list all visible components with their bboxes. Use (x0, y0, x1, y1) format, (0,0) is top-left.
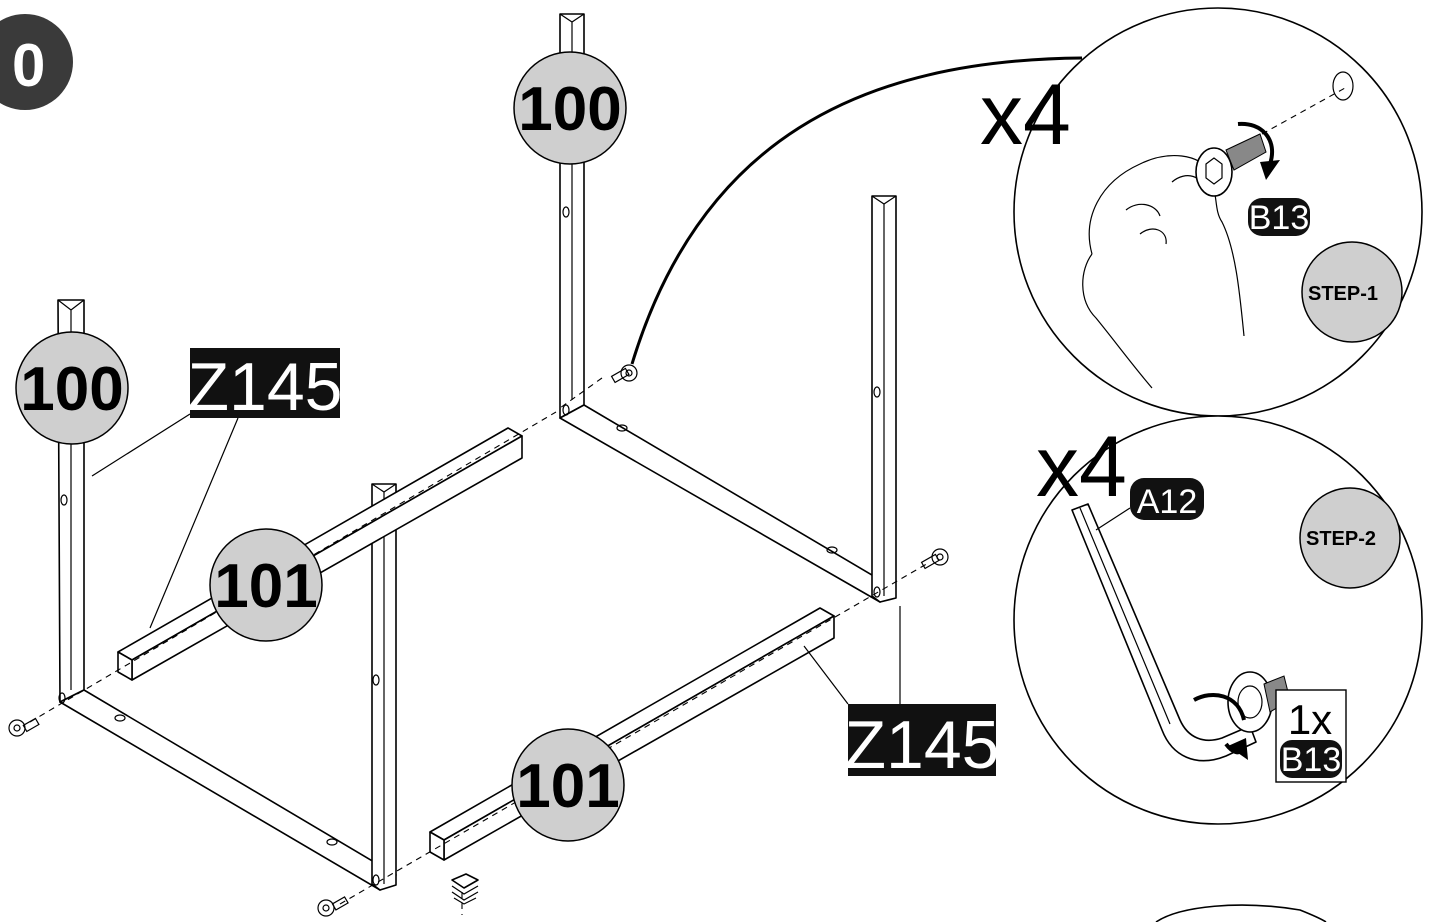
part-number-text: 101 (214, 552, 317, 621)
part-number-text: 101 (516, 752, 619, 821)
allen-key-icon (1071, 503, 1257, 762)
foot-cap-icon (451, 873, 479, 905)
part-number-text: 100 (518, 75, 621, 144)
step2-quantity: 1x (1288, 696, 1332, 743)
step-number: 0 (12, 32, 45, 99)
connector-label-z145-right: Z145 (803, 606, 1000, 783)
part-label-100-back: 100 (513, 51, 627, 165)
connector-code: Z145 (188, 349, 343, 425)
part-label-101-lower: 101 (511, 728, 625, 842)
step-number-badge: 0 (0, 14, 73, 110)
part-label-101-upper: 101 (209, 528, 323, 642)
rail-lower (429, 607, 835, 861)
bolt-icon (920, 548, 949, 570)
axis-line-right (339, 561, 931, 905)
step1-bolt-code: B13 (1249, 199, 1310, 237)
step1-multiplier: x4 (980, 67, 1071, 163)
step2-wrench-code: A12 (1137, 483, 1198, 521)
bolt-icon (8, 717, 40, 737)
rail-upper (117, 427, 523, 681)
rotation-arrow-icon (1193, 692, 1248, 760)
connector-code: Z145 (845, 707, 1000, 783)
step1-label: STEP-1 (1308, 283, 1378, 305)
detail-step-3-partial (1155, 904, 1327, 922)
step2-label: STEP-2 (1306, 528, 1376, 550)
step2-multiplier: x4 (1036, 419, 1127, 515)
bolt-icon (610, 364, 638, 384)
step2-bolt-code: B13 (1281, 741, 1342, 779)
detail-step-2: x4 A12 STEP-2 1x B13 (1013, 415, 1423, 825)
rotation-arrow-icon (1237, 121, 1280, 180)
bolt-icon (1195, 133, 1267, 197)
part-number-text: 100 (20, 355, 123, 424)
bolt-icon (317, 896, 349, 917)
axis-line-top (559, 377, 603, 409)
part-label-100-front: 100 (15, 331, 129, 445)
axis-line-left (29, 411, 557, 723)
connector-label-z145-left: Z145 (91, 348, 343, 629)
detail-leader-curve (630, 56, 1083, 365)
detail-step-1: x4 B13 STEP-1 (980, 7, 1423, 417)
